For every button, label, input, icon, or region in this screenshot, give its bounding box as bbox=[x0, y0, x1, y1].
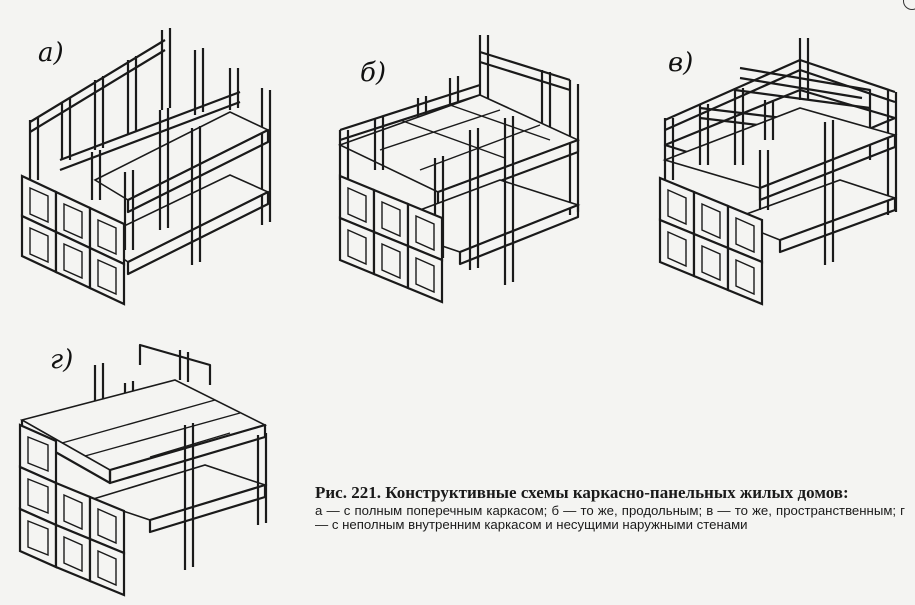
figure-a-label: а) bbox=[38, 38, 64, 68]
figure-b-label: б) bbox=[360, 58, 387, 88]
figure-caption: Рис. 221. Конструктивные схемы каркасно-… bbox=[315, 484, 905, 532]
caption-title: Рис. 221. Конструктивные схемы каркасно-… bbox=[315, 483, 849, 502]
figure-a: а) bbox=[0, 0, 300, 310]
figure-v-label: в) bbox=[668, 48, 694, 78]
figure-g-drawing bbox=[18, 343, 268, 597]
page-corner-mark bbox=[903, 0, 915, 10]
figure-b: б) bbox=[320, 0, 600, 320]
figure-a-drawing bbox=[20, 28, 272, 306]
wall-panels-v bbox=[658, 176, 764, 306]
caption-text: а — с полным поперечным каркасом; б — то… bbox=[315, 503, 905, 532]
wall-panels-a bbox=[20, 174, 126, 306]
wall-panels-b bbox=[338, 174, 444, 304]
figure-v-drawing bbox=[658, 38, 898, 306]
wall-panels-g bbox=[18, 423, 126, 597]
figure-v: в) bbox=[640, 0, 910, 320]
figure-g-label: г) bbox=[50, 345, 74, 375]
figure-g: г) bbox=[0, 325, 300, 601]
figure-b-drawing bbox=[337, 35, 581, 304]
